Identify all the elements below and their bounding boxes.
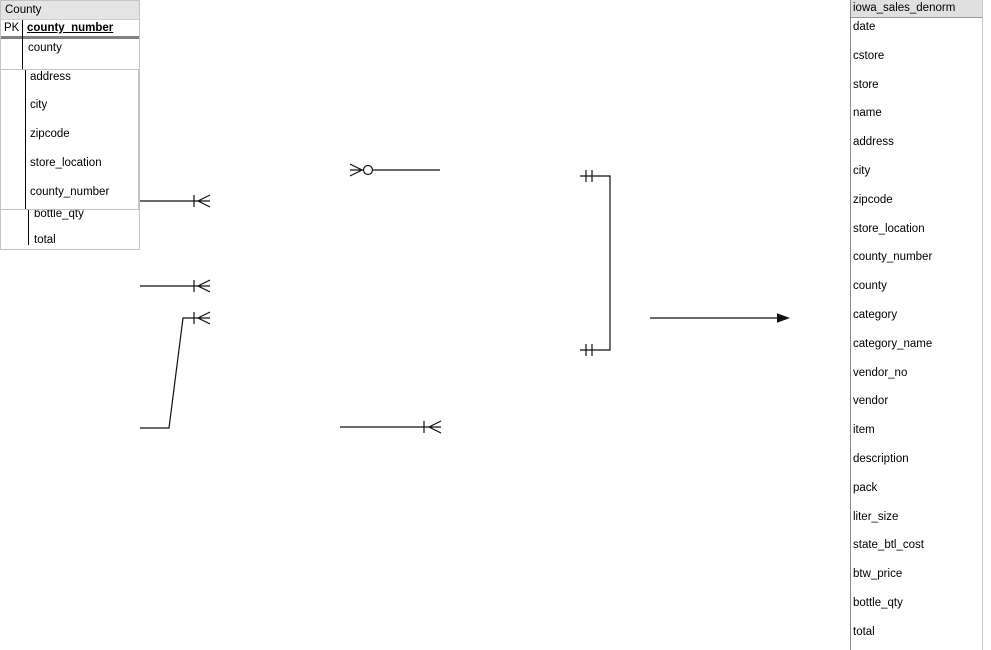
denorm-column: category_name xyxy=(853,337,933,350)
denorm-column: cstore xyxy=(853,49,885,62)
attribute: address xyxy=(30,70,71,83)
table-county-title: County xyxy=(1,1,139,20)
attribute: county xyxy=(28,42,62,54)
rel-sales-convenience-store-connector xyxy=(349,163,440,177)
denorm-column: bottle_qty xyxy=(853,596,903,609)
table-iowa-sales-denorm: iowa_sales_denorm date cstore store name add… xyxy=(850,0,983,650)
denorm-column: item xyxy=(853,424,875,437)
denorm-column: vendor xyxy=(853,395,889,408)
rel-category-sales-connector xyxy=(140,194,211,208)
attribute-list: county xyxy=(1,40,139,57)
denorm-column: address xyxy=(853,136,894,149)
denorm-column: description xyxy=(853,452,909,465)
pk-column-divider xyxy=(22,20,23,69)
denorm-column: total xyxy=(853,625,875,638)
denorm-column: category xyxy=(853,308,898,321)
attribute: store_location xyxy=(30,156,102,169)
denorm-column: city xyxy=(853,164,871,177)
denorm-column: vendor_no xyxy=(853,366,908,379)
rel-convenience-store-store-connector xyxy=(580,170,611,356)
attribute: bottle_qty xyxy=(34,207,84,220)
denorm-column: date xyxy=(853,21,876,33)
denorm-column-list: date cstore store name address city zipcode sto… xyxy=(851,13,982,647)
denorm-column: btw_price xyxy=(853,568,903,581)
table-county-body: PK county_number county xyxy=(1,20,139,69)
table-county: County PK county_number county xyxy=(0,0,140,70)
denorm-column: county xyxy=(853,280,887,293)
denorm-column: store_location xyxy=(853,222,925,235)
pk-column-divider xyxy=(25,20,26,209)
denorm-column: store xyxy=(853,78,879,91)
pk-label: PK xyxy=(4,22,20,34)
denorm-column: zipcode xyxy=(853,193,893,206)
rel-county-store-connector xyxy=(340,420,442,434)
rel-item-sales-connector xyxy=(140,311,211,429)
rel-vendor-sales-connector xyxy=(140,279,211,293)
attribute: total xyxy=(34,234,56,247)
attribute: zipcode xyxy=(30,128,70,141)
denorm-column: county_number xyxy=(853,251,933,264)
table-iowa-sales-denorm-title: iowa_sales_denorm xyxy=(851,0,982,18)
pk-field-county-number: county_number xyxy=(27,22,114,34)
denorm-column: name xyxy=(853,107,882,120)
denorm-column: liter_size xyxy=(853,510,899,523)
denorm-transform-arrow xyxy=(650,313,790,323)
denorm-column: pack xyxy=(853,481,878,494)
attribute: city xyxy=(30,99,48,112)
attribute: county_number xyxy=(30,185,110,198)
denorm-column: state_btl_cost xyxy=(853,539,924,552)
pk-row: PK county_number xyxy=(1,20,139,39)
